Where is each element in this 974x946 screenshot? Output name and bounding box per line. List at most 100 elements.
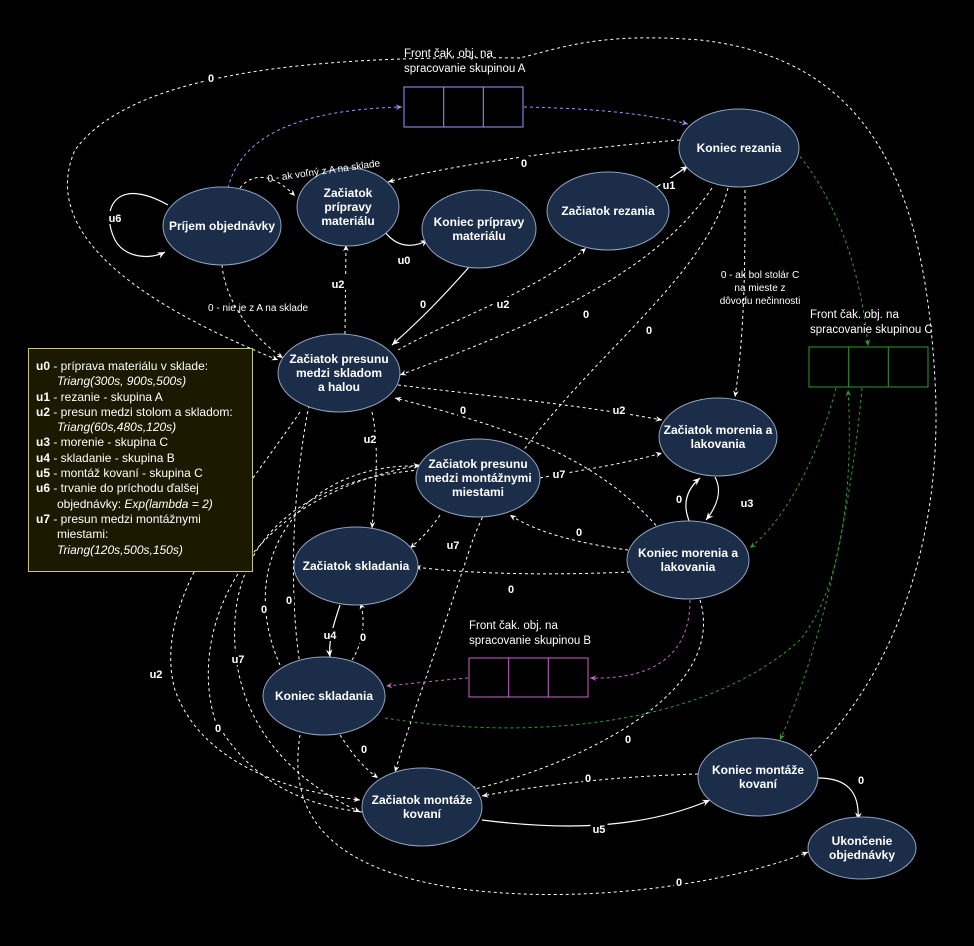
edge-u3 — [705, 476, 719, 521]
node-shape — [277, 333, 401, 413]
edge-label-bg — [644, 323, 654, 336]
edge-label-bg — [106, 211, 124, 224]
edge-label-bg — [206, 71, 216, 84]
edge-label-zero: 0 — [360, 632, 366, 644]
edge-kon-skladania-to-ukoncenie — [297, 734, 809, 896]
node-shape — [697, 737, 819, 817]
edge-label-bg — [583, 771, 593, 784]
edge-label-u2: u2 — [613, 405, 626, 417]
node-shape — [162, 186, 282, 266]
legend-row-u2-dist: Triang(60s,480s,120s) — [57, 420, 177, 435]
edge-label-u0: u0 — [398, 255, 411, 267]
edge-label-bg — [674, 875, 684, 888]
legend-row-u7: u7 - presun medzi montážnymi — [36, 511, 201, 526]
edge-label-u2: u2 — [332, 279, 345, 291]
edges-queues — [227, 104, 871, 741]
node-shape — [361, 767, 483, 847]
edge-label-zero: 0 — [676, 494, 682, 506]
edge-label-zero: 0 — [460, 405, 466, 417]
edge-prijem-to-zac-pripravy — [239, 176, 296, 197]
edge-label-zero: 0 — [676, 877, 682, 889]
edge-kon-rezania-to-zac-pripravy — [387, 139, 681, 184]
edge-label-bg — [361, 432, 379, 445]
edge-label-bg — [329, 277, 347, 290]
edge-kon-montaze-to-ukoncenie — [817, 777, 862, 821]
edge-label-bg — [284, 593, 294, 606]
node-shape — [415, 438, 541, 518]
edge-label-u7: u7 — [447, 540, 460, 552]
edge-kon-morenia-to-zac-morenia — [685, 477, 701, 524]
edge-kon-morenia-to-queue-b — [589, 599, 691, 681]
legend-row-u0-dist: Triang(300s, 900s,500s) — [57, 374, 187, 389]
edge-label-bg — [213, 721, 223, 734]
edge-presun-mont-to-zac-montaze-u7 — [234, 469, 421, 813]
edge-queue-b-to-kon-skladania — [385, 677, 469, 689]
edge-label-bg — [674, 492, 684, 505]
edge-kon-skladania-to-zac-skladania — [351, 602, 366, 661]
edge-label-bg — [590, 822, 608, 835]
node-shape — [296, 167, 400, 247]
node-prijem: Príjem objednávky — [162, 186, 282, 266]
edge-label-u2: u2 — [497, 299, 510, 311]
edge-label-bg — [358, 630, 368, 643]
edge-label-zero: 0 — [576, 527, 582, 539]
legend-row-u1: u1 - rezanie - skupina A — [36, 389, 163, 404]
edge-kon-morenia-to-presun-mont — [509, 514, 629, 551]
legend-row-u3: u3 - morenie - skupina C — [36, 435, 169, 450]
node-shape — [421, 189, 537, 269]
edge-zac-montaze-loop-0 — [207, 463, 421, 813]
edge-label-bg — [395, 253, 413, 266]
legend-panel: u0 - príprava materiálu v sklade: Triang… — [28, 348, 253, 572]
edge-label-bg — [623, 732, 633, 745]
edge-label-bg — [359, 742, 369, 755]
edge-label-bg — [458, 403, 468, 416]
edge-label-bg — [321, 628, 339, 641]
edge-label-bg — [229, 652, 247, 665]
edge-label-bg — [574, 525, 584, 538]
edge-u0 — [384, 231, 429, 247]
edges-dashed — [66, 37, 937, 896]
edge-presun-to-zac-morenia — [397, 384, 663, 422]
edge-label-bg — [581, 307, 591, 320]
edge-label-zero: 0 — [361, 744, 367, 756]
edge-kon-skladania-to-presun-mont — [264, 462, 421, 666]
node-shape — [293, 526, 419, 606]
edge-label-zero: 0 — [261, 604, 267, 616]
edge-label-bg — [550, 467, 568, 480]
node-shape — [626, 520, 750, 600]
node-kon-rezania: Koniec rezania — [678, 108, 800, 188]
edge-label-zero: 0 — [625, 734, 631, 746]
node-shape — [807, 816, 917, 880]
legend-row-u4: u4 - skladanie - skupina B — [36, 450, 175, 465]
edge-label-zero: 0 — [508, 584, 514, 596]
node-kon-skladania: Koniec skladania — [262, 656, 386, 736]
edge-kon-morenia-to-zac-skladania — [414, 564, 631, 575]
edge-label-u2: u2 — [150, 669, 163, 681]
edge-label-zero: 0 — [286, 595, 292, 607]
edge-label-bg — [506, 582, 516, 595]
edge-label-zero: 0 — [585, 773, 591, 785]
edge-kon-rezania-to-queue-c — [795, 151, 871, 347]
node-label: Začiatok rezania — [561, 204, 655, 218]
node-label: Príjem objednávky — [169, 219, 275, 233]
edge-label-u2: u2 — [364, 434, 377, 446]
edge-label-u6: u6 — [109, 213, 122, 225]
edge-label-zero: 0 — [583, 309, 589, 321]
edge-kon-skladania-to-presun — [292, 399, 312, 666]
edge-label-u4: u4 — [324, 630, 338, 642]
